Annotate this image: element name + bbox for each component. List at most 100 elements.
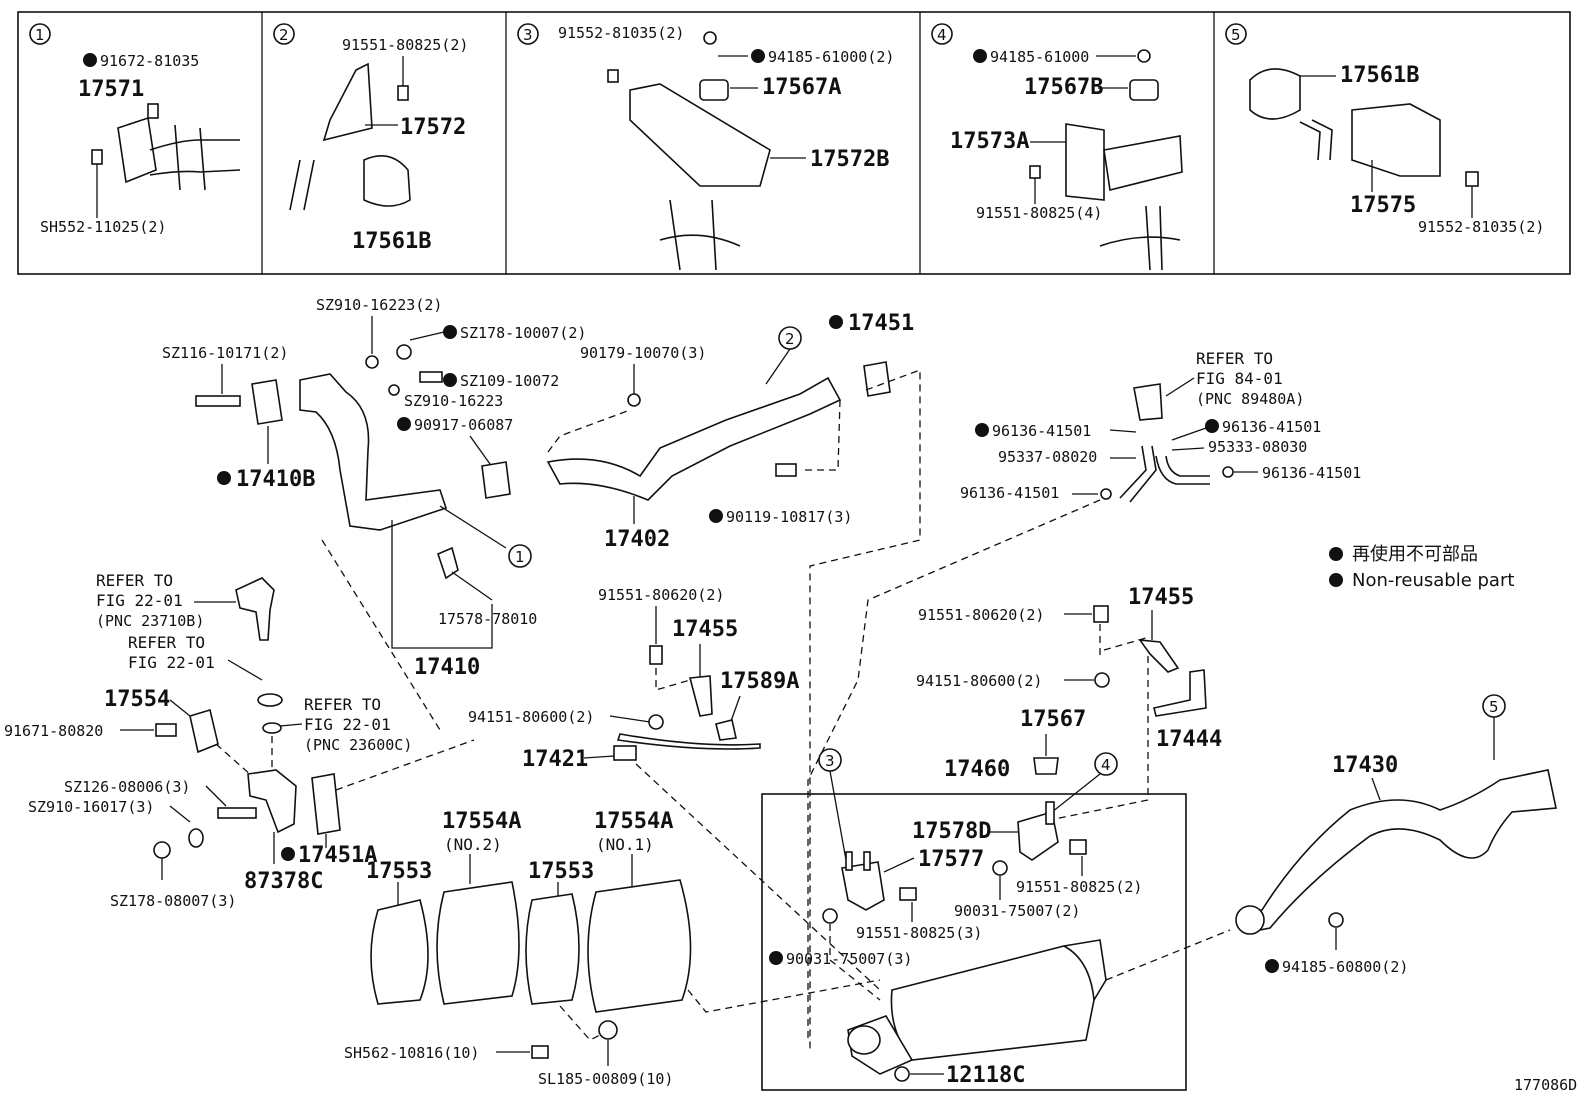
part-number: 17402: [604, 527, 670, 552]
part-label: 94185-61000(2): [768, 48, 894, 66]
gasket-shape: [863, 361, 891, 397]
callout-number: 2: [785, 330, 795, 348]
part-number: 17567A: [762, 75, 841, 100]
non-reusable-mark: [973, 49, 987, 63]
nut-shape: [396, 344, 412, 360]
panel-number-circle: [931, 23, 953, 45]
converter-17460-shape: [890, 945, 1095, 1061]
washer-shape: [188, 828, 204, 848]
stud-shape: [195, 395, 241, 407]
panel-number-circle: [29, 23, 51, 45]
part-label: 90917-06087: [414, 416, 513, 434]
stud-shape: [863, 851, 871, 871]
gasket-shape: [481, 461, 511, 499]
legend-en: Non-reusable part: [1352, 570, 1514, 591]
part-label: 96136-41501: [992, 422, 1091, 440]
bracket-17444-group: 91551-80620(2) 17455 94151-80600(2) 1744…: [916, 585, 1222, 823]
panel-number: 5: [1231, 26, 1241, 44]
part-label: SZ910-16017(3): [28, 798, 154, 816]
non-reusable-mark: [709, 509, 723, 523]
insulator-17554a-no2-shape: [436, 881, 520, 1005]
non-reusable-mark: [751, 49, 765, 63]
fitting-shape: [613, 745, 637, 761]
panel-number-circle: [517, 23, 539, 45]
part-label: 95337-08020: [998, 448, 1097, 466]
part-label: 91552-81035(2): [558, 24, 684, 42]
bracket-17572-shape: [322, 62, 373, 142]
washer-shape: [388, 384, 400, 396]
bracket-17573a-shape: [1065, 123, 1105, 201]
part-label: SZ116-10171(2): [162, 344, 288, 362]
non-reusable-mark: [443, 325, 457, 339]
insulator-17553-shape: [525, 893, 580, 1005]
bolt-shape: [419, 371, 443, 383]
part-label: 91552-81035(2): [1418, 218, 1544, 236]
bolt-shape: [649, 645, 663, 665]
callout-circle: [508, 544, 532, 568]
sensor-hose-group: REFER TO FIG 84-01 (PNC 89480A) 96136-41…: [807, 349, 1361, 1042]
nut-shape: [153, 841, 171, 859]
part-label: SL185-00809(10): [538, 1070, 673, 1088]
part-number: 12118C: [946, 1063, 1025, 1088]
cushion-shape: [1129, 79, 1159, 101]
bolt-shape: [91, 149, 103, 165]
callout-number: 1: [515, 548, 525, 566]
part-number: 17554A: [594, 809, 673, 834]
bolt-shape: [531, 1045, 549, 1059]
nut-shape: [894, 1066, 910, 1082]
part-label: 91551-80825(4): [976, 204, 1102, 222]
part-number: 17573A: [950, 129, 1029, 154]
bolt-shape: [607, 69, 619, 83]
inlet-flange-shape: [847, 1025, 881, 1055]
part-label: 96136-41501: [960, 484, 1059, 502]
refer-text: FIG 22-01: [128, 653, 215, 672]
part-number: 87378C: [244, 869, 323, 894]
bolt-shape: [899, 887, 917, 901]
panel-number: 3: [523, 26, 533, 44]
note-text: (NO.1): [596, 835, 654, 854]
pipe-shape: [289, 159, 315, 211]
part-number: 17410B: [236, 467, 315, 492]
part-label: 94185-61000: [990, 48, 1089, 66]
panel-3: 3 91552-81035(2) 94185-61000(2) 17567A 1…: [517, 23, 894, 271]
refer-text: REFER TO: [1196, 349, 1273, 368]
pipe-17444-shape: [1153, 669, 1207, 717]
stud-shape: [845, 851, 853, 871]
part-number: 17444: [1156, 727, 1222, 752]
non-reusable-mark: [1329, 573, 1343, 587]
part-label: 91551-80825(2): [1016, 878, 1142, 896]
refer-text: REFER TO: [304, 695, 381, 714]
cushion-shape: [1033, 757, 1059, 775]
sensor-shape: [235, 577, 275, 641]
refer-text: FIG 84-01: [1196, 369, 1283, 388]
part-number: 17572B: [810, 147, 889, 172]
panel-4: 4 94185-61000 17567B 17573A 91551-80825(…: [931, 23, 1183, 271]
non-reusable-mark: [1265, 959, 1279, 973]
bolt-shape: [397, 85, 409, 101]
tailpipe-17430-group: 5 17430 94185-60800(2): [1235, 694, 1557, 976]
part-label: SZ178-10007(2): [460, 324, 586, 342]
stud-shape: [1045, 801, 1055, 825]
gasket-ring-shape: [262, 722, 282, 734]
part-number: 17451: [848, 311, 914, 336]
front-pipe-group: SZ910-16223(2) SZ178-10007(2) SZ116-1017…: [162, 296, 586, 731]
part-label: 90031-75007(2): [954, 902, 1080, 920]
part-label: 17578-78010: [438, 610, 537, 628]
note-text: (NO.2): [444, 835, 502, 854]
non-reusable-mark: [1329, 547, 1343, 561]
part-number: 17553: [528, 859, 594, 884]
part-label: SZ178-08007(3): [110, 892, 236, 910]
bolt-shape: [147, 103, 159, 119]
clamp-shape: [174, 124, 206, 191]
clip-shape: [715, 719, 737, 741]
nut-shape: [627, 393, 641, 407]
part-label: 91551-80825(2): [342, 36, 468, 54]
part-label: SZ910-16223(2): [316, 296, 442, 314]
refer-text: FIG 22-01: [304, 715, 391, 734]
part-number: 17571: [78, 77, 144, 102]
part-label: SZ910-16223: [404, 392, 503, 410]
part-label: 90179-10070(3): [580, 344, 706, 362]
callout-number: 3: [825, 752, 835, 770]
mount-17561b-shape: [1249, 68, 1301, 120]
